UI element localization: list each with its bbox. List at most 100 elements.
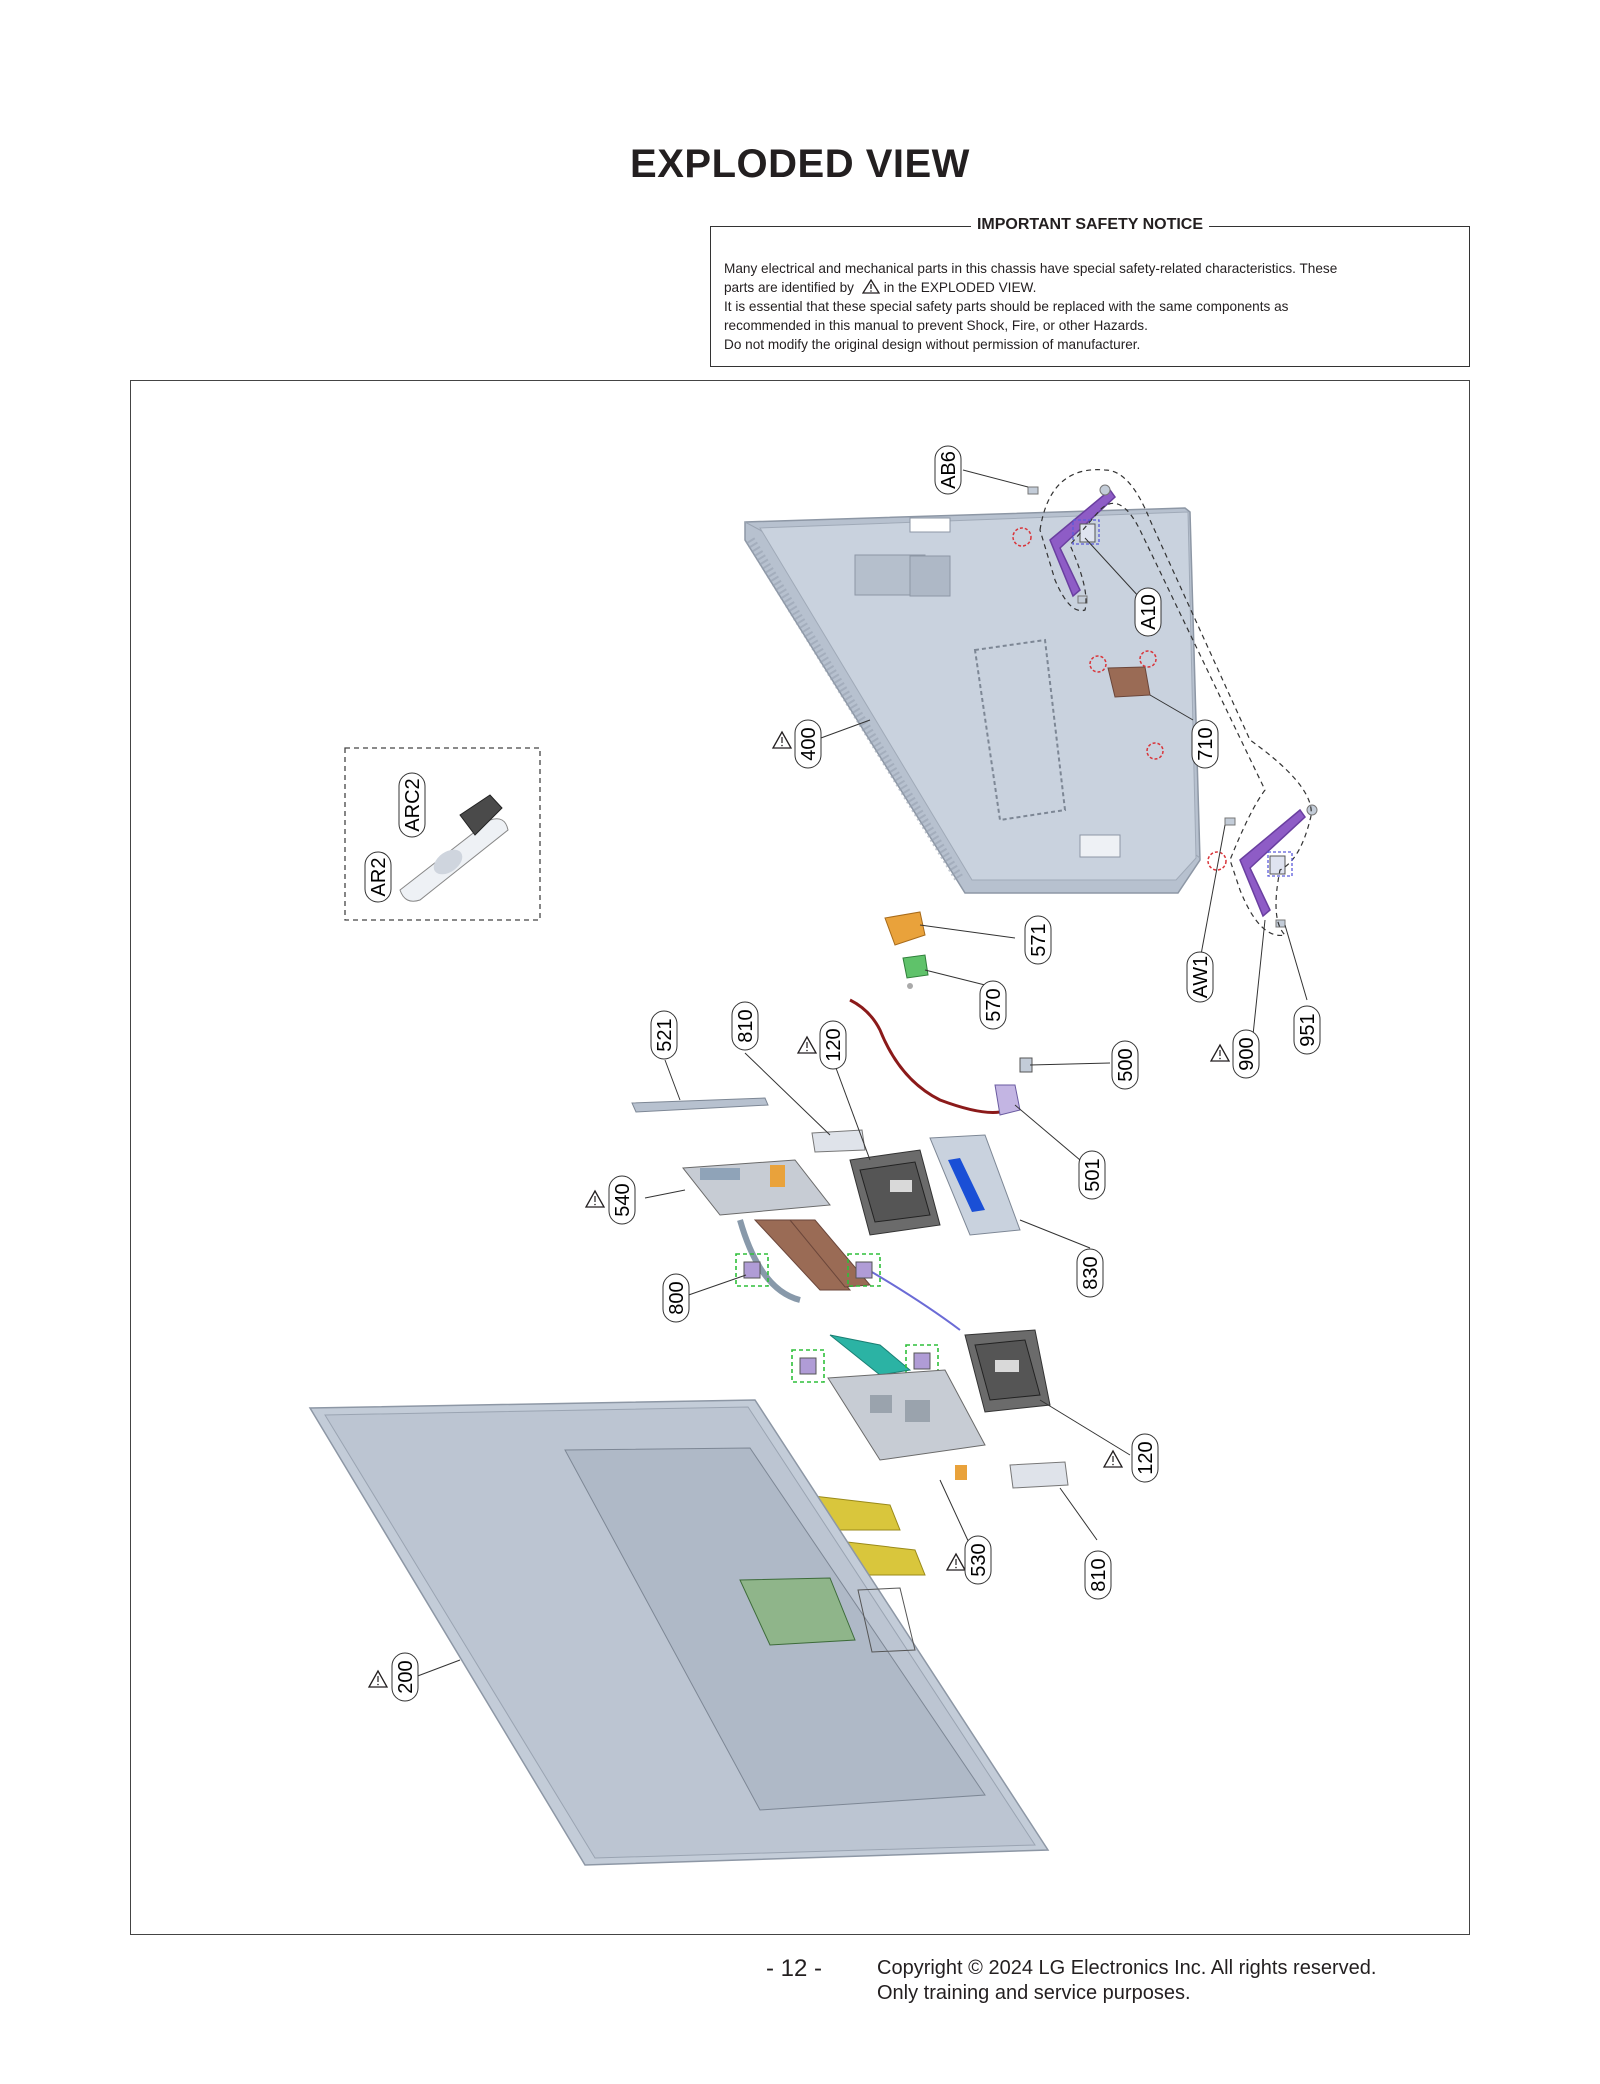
safety-notice-line: Do not modify the original design withou…	[724, 337, 1141, 352]
part-810-upper	[811, 1129, 866, 1153]
part-number-label: 810	[1088, 1558, 1110, 1591]
warning-triangle-icon	[946, 1553, 966, 1571]
callout-ab6: AB6	[934, 445, 962, 495]
remote-group-outline	[344, 747, 541, 921]
part-number-label: AB6	[938, 451, 960, 489]
clip	[855, 1261, 873, 1279]
part-number-label: 400	[798, 727, 820, 760]
callout-951: 951	[1293, 1005, 1321, 1055]
part-number-label: 501	[1082, 1158, 1104, 1191]
safety-notice-line: in the EXPLODED VIEW.	[883, 280, 1037, 295]
part-number-label: ARC2	[402, 778, 424, 831]
part-number-label: 810	[735, 1009, 757, 1042]
clip	[799, 1357, 817, 1375]
safety-notice-box: IMPORTANT SAFETY NOTICE Many electrical …	[710, 216, 1470, 367]
callout-120-lower: 120	[1131, 1433, 1159, 1483]
part-501	[994, 1084, 1021, 1116]
callout-710: 710	[1191, 719, 1219, 769]
part-120-lower	[964, 1329, 1051, 1413]
back-cover-400	[744, 507, 1201, 894]
copyright-line: Copyright © 2024 LG Electronics Inc. All…	[877, 1957, 1377, 1979]
callout-900: 900	[1232, 1029, 1260, 1079]
part-120-upper	[849, 1149, 941, 1236]
clip-green-marker	[847, 1253, 881, 1287]
callout-400: 400	[794, 719, 822, 769]
clip	[743, 1261, 761, 1279]
part-number-label: 570	[983, 988, 1005, 1021]
warning-triangle-icon	[585, 1190, 605, 1208]
page-number: - 12 -	[766, 1955, 823, 1982]
clip-green-marker	[791, 1349, 825, 1383]
part-number-label: 200	[395, 1660, 417, 1693]
callout-800: 800	[662, 1273, 690, 1323]
part-number-label: AW1	[1190, 956, 1212, 999]
page-title: EXPLODED VIEW	[630, 142, 970, 186]
safety-notice-line: parts are identified by	[724, 280, 854, 295]
part-810-lower	[1009, 1461, 1069, 1489]
callout-540: 540	[608, 1175, 636, 1225]
callout-830: 830	[1076, 1248, 1104, 1298]
callout-810-lower: 810	[1084, 1550, 1112, 1600]
part-number-label: 530	[968, 1543, 990, 1576]
teal-cable	[829, 1334, 912, 1376]
red-cable	[849, 998, 1001, 1114]
part-number-label: 120	[823, 1028, 845, 1061]
part-number-label: 521	[654, 1018, 676, 1051]
warning-triangle-icon	[861, 278, 880, 294]
part-530-power-board	[827, 1369, 986, 1480]
callout-500: 500	[1111, 1040, 1139, 1090]
part-number-label: A10	[1138, 594, 1160, 630]
flex-cable-grey	[737, 1219, 801, 1303]
copyright-notice: Copyright © 2024 LG Electronics Inc. All…	[877, 1956, 1376, 2006]
warning-triangle-icon	[772, 731, 792, 749]
callout-200: 200	[391, 1652, 419, 1702]
callout-571: 571	[1024, 915, 1052, 965]
clip-green-marker	[735, 1253, 769, 1287]
copyright-line: Only training and service purposes.	[877, 1982, 1191, 2004]
warning-triangle-icon	[1103, 1450, 1123, 1468]
safety-notice-text: Many electrical and mechanical parts in …	[724, 259, 1456, 354]
safety-notice-line: recommended in this manual to prevent Sh…	[724, 318, 1148, 333]
warning-triangle-icon	[368, 1670, 388, 1688]
part-number-label: 571	[1028, 923, 1050, 956]
callout-120-upper: 120	[819, 1020, 847, 1070]
part-830	[929, 1134, 1021, 1236]
part-number-label: 800	[666, 1281, 688, 1314]
part-number-label: AR2	[368, 858, 390, 897]
safety-notice-line: Many electrical and mechanical parts in …	[724, 261, 1338, 276]
warning-triangle-icon	[1210, 1044, 1230, 1062]
screw-blue-marker	[1267, 851, 1293, 877]
leader-lines	[414, 469, 1308, 1678]
callout-570: 570	[979, 980, 1007, 1030]
callout-a10: A10	[1134, 587, 1162, 637]
clip	[913, 1352, 931, 1370]
callout-810-upper: 810	[731, 1001, 759, 1051]
part-521	[631, 1097, 769, 1113]
part-number-label: 710	[1195, 727, 1217, 760]
exploded-view-frame	[130, 380, 1470, 1935]
safety-notice-title: IMPORTANT SAFETY NOTICE	[970, 216, 1210, 233]
part-number-label: 500	[1115, 1048, 1137, 1081]
flex-cable-brown	[788, 1219, 872, 1288]
callout-arc2: ARC2	[398, 772, 426, 838]
warning-triangle-icon	[797, 1036, 817, 1054]
part-number-label: 900	[1236, 1037, 1258, 1070]
part-710-bracket	[1089, 650, 1164, 760]
safety-notice-line: It is essential that these special safet…	[724, 299, 1289, 314]
part-number-label: 540	[612, 1183, 634, 1216]
screw-red-marker	[1012, 527, 1032, 547]
screw-red-marker	[1207, 851, 1227, 871]
callout-530: 530	[964, 1535, 992, 1585]
remote-control	[399, 794, 509, 902]
part-number-label: 120	[1135, 1441, 1157, 1474]
flex-cable-brown	[753, 1219, 852, 1291]
callout-501: 501	[1078, 1150, 1106, 1200]
stand-lower	[1224, 804, 1318, 928]
part-571	[884, 911, 926, 946]
callout-aw1: AW1	[1186, 951, 1214, 1003]
flex-cable-blue	[859, 1264, 961, 1331]
part-number-label: 830	[1080, 1256, 1102, 1289]
callout-ar2: AR2	[364, 851, 392, 903]
part-200-display-panel	[308, 1399, 1050, 1866]
